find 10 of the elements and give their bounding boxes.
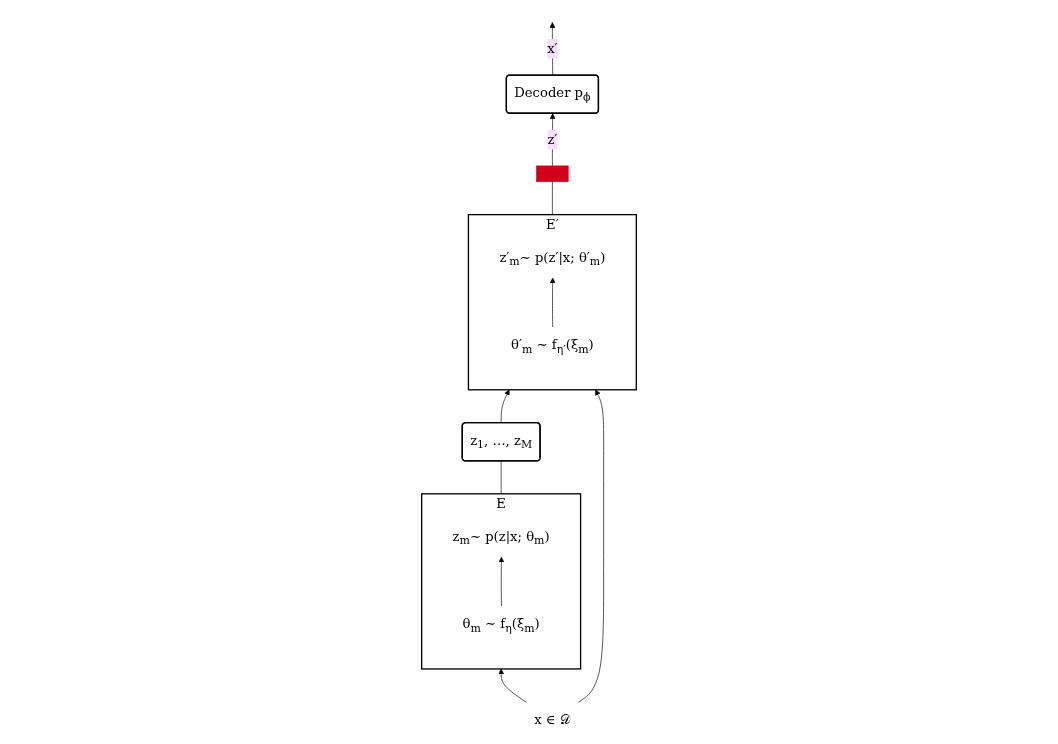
node-text: θ′$_{m}$ ∼ f$_{η′}$(ξ$_{m}$)	[511, 336, 594, 356]
edge-label: z′	[547, 131, 558, 148]
node-text: z$_{m}$∼ p(z|x; θ$_{m}$)	[452, 528, 550, 547]
connector	[552, 181, 553, 215]
node-text: x ∈ 𝒟	[534, 711, 571, 728]
node-text: z′$_{m}$∼ p(z′|x; θ′$_{m}$)	[499, 249, 606, 268]
node-bar	[536, 165, 569, 183]
edge-label: x′	[547, 40, 558, 57]
node-text: θ$_{m}$ ∼ f$_{η}$(ξ$_{m}$)	[462, 615, 540, 635]
connector	[500, 460, 502, 495]
